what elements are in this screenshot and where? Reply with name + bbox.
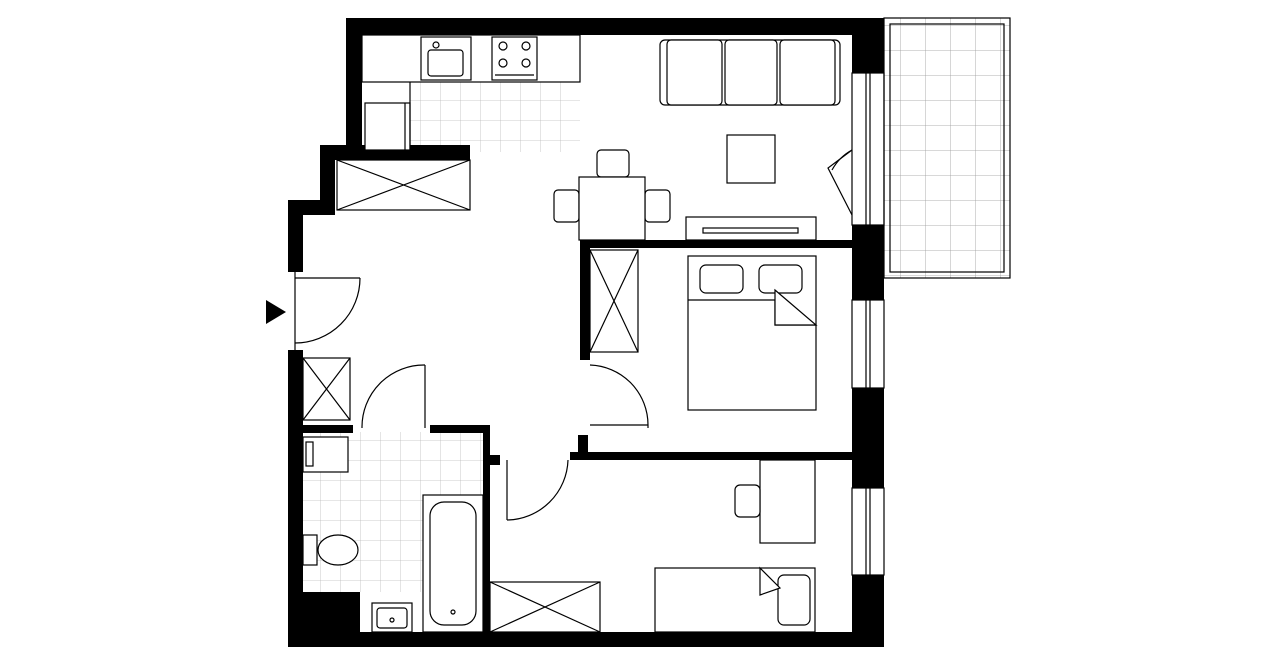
bedroom-2 (489, 459, 816, 633)
desk-chair (734, 484, 761, 518)
bathroom (302, 436, 484, 633)
bathroom-door (361, 364, 426, 429)
triangle-right-icon (266, 300, 286, 324)
balcony (883, 17, 1011, 279)
washing-machine-icon (302, 436, 349, 473)
desk (759, 459, 816, 544)
double-bed (687, 255, 818, 411)
bedroom-1-door (589, 364, 649, 428)
washbasin-icon (371, 602, 413, 633)
bedroom-2-door (506, 459, 569, 521)
dining-set (553, 149, 671, 241)
hall-wardrobe (336, 159, 471, 211)
walls (288, 18, 884, 647)
bedroom-1 (589, 249, 818, 411)
wardrobe (589, 249, 639, 353)
tv-cabinet (685, 216, 817, 241)
balcony-door (827, 149, 853, 216)
fridge (364, 102, 411, 151)
doors[interactable] (294, 149, 853, 521)
entry-cabinet (302, 357, 351, 421)
windows (851, 72, 885, 576)
coffee-table (726, 134, 776, 184)
kitchen-tiles (410, 82, 580, 152)
kitchen (361, 34, 581, 152)
single-bed (654, 566, 816, 633)
sink-icon (420, 36, 472, 81)
bathtub-icon (422, 494, 484, 633)
living-room (553, 39, 841, 241)
sofa (659, 39, 841, 106)
entrance-door (294, 272, 361, 350)
bedroom-2-wardrobe (489, 581, 601, 633)
toilet-icon (302, 534, 359, 566)
stove-icon (491, 36, 538, 81)
